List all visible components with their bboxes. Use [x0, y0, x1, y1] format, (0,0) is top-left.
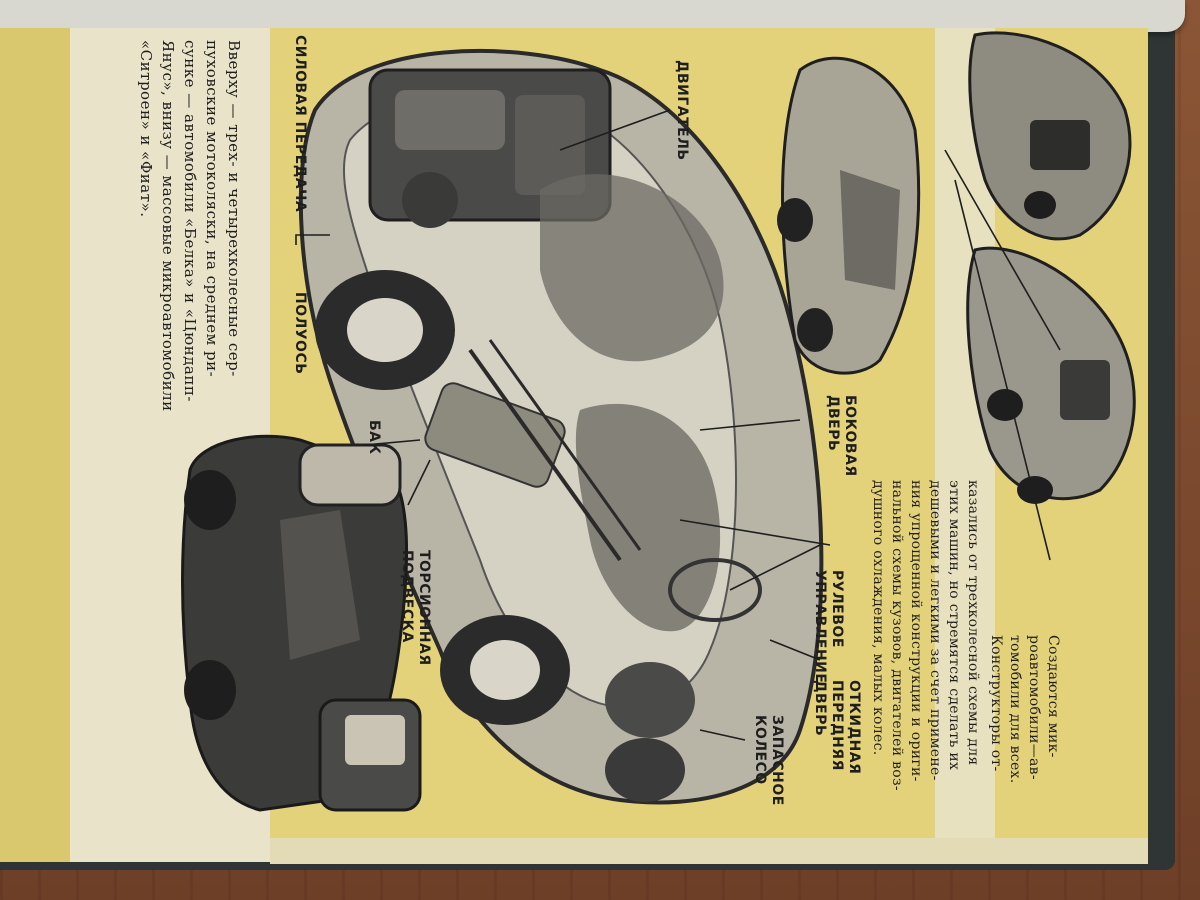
right-caption-line: ния упрощенной конструкции и ориги- — [908, 480, 924, 782]
label-side-door-line: БОКОВАЯ — [842, 395, 858, 477]
zundapp-janus-car-illustration — [968, 31, 1132, 241]
label-tank: БАК — [365, 420, 382, 454]
label-front-door-line: ПЕРЕДНЯЯ — [829, 680, 845, 771]
label-leader-lines — [295, 109, 1061, 741]
main-caption-line: Янус», внизу — массовые микроавтомобили — [159, 40, 177, 412]
label-side-door: БОКОВАЯ ДВЕРЬ — [824, 395, 858, 477]
right-caption-line: томобили для всех. — [1007, 635, 1023, 784]
right-caption-line: казались от трехколесной схемы для — [965, 480, 981, 766]
label-power-transmission-text: СИЛОВАЯ ПЕРЕДАЧА — [292, 35, 308, 213]
main-caption-line: сунке — автомобили «Белка» и «Цюндапп- — [181, 40, 199, 402]
label-engine: ДВИГАТЕЛЬ — [673, 60, 690, 161]
main-caption-line: Вверху — трех- и четырехколесные сер- — [225, 40, 243, 377]
label-front-door-line: ОТКИДНАЯ — [846, 680, 862, 775]
right-caption-line: нальной схемы кузовов, двигателей воз- — [889, 480, 905, 791]
right-caption-line: этих машин, но стремятся сделать их — [946, 480, 962, 771]
right-caption-top: Создаются мик- роавтомобили—ав- томобили… — [986, 635, 1062, 783]
label-spare-wheel-line: ЗАПАСНОЕ — [769, 715, 785, 806]
label-torsion-line: ТОРСИОННАЯ — [416, 550, 432, 666]
previous-page-edge — [0, 0, 1185, 32]
right-caption-line: Создаются мик- — [1045, 635, 1061, 758]
main-caption-line: пуховские мотоколяски, на среднем ри- — [203, 40, 221, 378]
label-engine-text: ДВИГАТЕЛЬ — [674, 60, 690, 161]
cutaway-car-illustration — [298, 49, 824, 805]
right-caption-line: душного охлаждения, малых колес. — [870, 480, 886, 756]
label-steering-line: РУЛЕВОЕ — [829, 570, 845, 648]
label-torsion-suspension: ТОРСИОННАЯ ПОДВЕСКА — [398, 550, 432, 666]
right-caption-line: дешевыми и легкими за счет примене- — [927, 480, 943, 781]
label-front-door: ОТКИДНАЯ ПЕРЕДНЯЯ ДВЕРЬ — [811, 680, 862, 774]
label-spare-wheel: ЗАПАСНОЕ КОЛЕСО — [751, 715, 785, 806]
main-caption-line: «Ситроен» и «Фиат». — [137, 40, 155, 218]
page-bottom-strip — [270, 838, 1148, 864]
label-steering: РУЛЕВОЕ УПРАВЛЕНИЕ — [811, 570, 845, 683]
fiat-car-illustration — [181, 434, 422, 812]
label-tank-text: БАК — [366, 420, 382, 455]
label-steering-line: УПРАВЛЕНИЕ — [812, 570, 828, 684]
label-torsion-line: ПОДВЕСКА — [399, 550, 415, 643]
right-caption-line: роавтомобили—ав- — [1026, 635, 1042, 780]
label-spare-wheel-line: КОЛЕСО — [752, 715, 768, 785]
label-side-door-line: ДВЕРЬ — [825, 395, 841, 452]
citroen-car-illustration — [966, 246, 1136, 504]
right-caption-body: казались от трехколесной схемы для этих … — [868, 480, 982, 791]
label-half-axle: ПОЛУОСЬ — [291, 292, 308, 374]
label-half-axle-text: ПОЛУОСЬ — [292, 292, 308, 375]
label-front-door-line: ДВЕРЬ — [812, 680, 828, 737]
right-caption-line: Конструкторы от- — [988, 635, 1004, 772]
label-power-transmission: СИЛОВАЯ ПЕРЕДАЧА — [291, 35, 308, 212]
belka-car-illustration — [777, 56, 921, 375]
main-caption: Вверху — трех- и четырехколесные сер- пу… — [135, 40, 245, 412]
